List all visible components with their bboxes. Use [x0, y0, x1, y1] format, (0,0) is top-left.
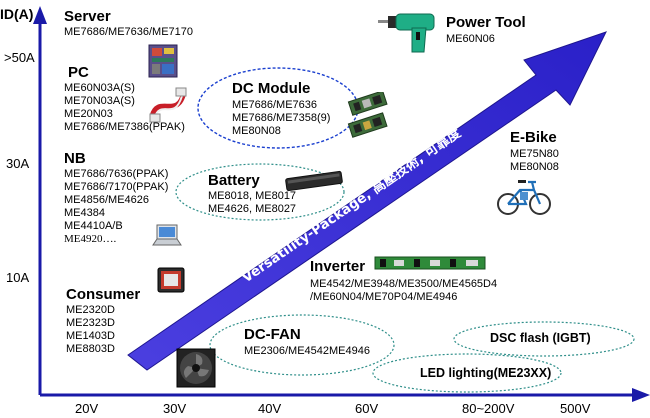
ebike-part: ME75N80	[510, 148, 559, 160]
dc-module-part: ME7686/ME7358(9)	[232, 112, 331, 124]
ebike-parts: ME75N80 ME80N08	[510, 148, 559, 174]
pc-part: ME60N03A(S)	[64, 82, 135, 94]
y-axis-arrowhead	[33, 6, 47, 24]
battery-parts: ME8018, ME8017 ME4626, ME8027	[208, 190, 296, 216]
dc-fan-part: ME2306/ME4542ME4946	[244, 345, 370, 357]
x-tick-500v: 500V	[560, 401, 591, 416]
nb-part: ME4384	[64, 207, 105, 219]
y-tick-50a: >50A	[4, 50, 35, 65]
consumer-part: ME1403D	[66, 330, 115, 342]
inverter-parts: ME4542/ME3948/ME3500/ME4565D4 /ME60N04/M…	[310, 278, 497, 304]
dc-fan-title: DC-FAN	[244, 326, 301, 343]
pc-part: ME20N03	[64, 108, 113, 120]
power-tool-title: Power Tool	[446, 14, 526, 31]
ebike-part: ME80N08	[510, 161, 559, 173]
consumer-device-icon	[157, 267, 185, 293]
x-tick-30v: 30V	[163, 401, 187, 416]
dc-fan-icon	[176, 348, 216, 388]
consumer-part: ME2320D	[66, 304, 115, 316]
x-axis-arrowhead	[632, 388, 650, 402]
inverter-title: Inverter	[310, 258, 366, 275]
ebike-icon	[497, 180, 551, 215]
pc-title: PC	[68, 64, 89, 81]
dc-fan-parts: ME2306/ME4542ME4946	[244, 345, 370, 358]
x-tick-20v: 20V	[75, 401, 99, 416]
x-tick-40v: 40V	[258, 401, 282, 416]
inverter-part: /ME60N04/ME70P04/ME4946	[310, 291, 458, 303]
pc-part: ME70N03A(S)	[64, 95, 135, 107]
dc-module-parts: ME7686/ME7636 ME7686/ME7358(9) ME80N08	[232, 99, 330, 138]
nb-title: NB	[64, 150, 86, 167]
versatility-arrow	[127, 31, 607, 371]
laptop-icon	[152, 224, 182, 246]
consumer-part: ME2323D	[66, 317, 115, 329]
nb-part: ME4920….	[64, 233, 117, 245]
dsc-flash-title: DSC flash (IGBT)	[490, 331, 591, 345]
server-part: ME7686/ME7636/ME7170	[64, 26, 194, 38]
pc-cable-icon	[149, 87, 187, 123]
dc-fan-ellipse	[209, 314, 395, 376]
server-parts: ME7686/ME7636/ME7170	[64, 26, 193, 39]
dc-module-title: DC Module	[232, 80, 311, 97]
nb-part: ME4856/ME4626	[64, 194, 149, 206]
server-tower-icon	[148, 44, 178, 78]
y-tick-30a: 30A	[6, 156, 30, 171]
inverter-board-icon	[374, 256, 486, 270]
led-lighting-ellipse	[372, 353, 562, 393]
consumer-title: Consumer	[66, 286, 141, 303]
pc-part: ME7686/ME7386(PPAK)	[64, 121, 185, 133]
led-lighting-title: LED lighting(ME23XX)	[420, 366, 552, 380]
consumer-parts: ME2320D ME2323D ME1403D ME8803D	[66, 304, 115, 356]
dsc-flash-ellipse	[453, 321, 635, 357]
nb-part: ME7686/7170(PPAK)	[64, 181, 169, 193]
dc-module-part: ME7686/ME7636	[232, 99, 317, 111]
power-drill-icon	[378, 13, 435, 53]
battery-title: Battery	[208, 172, 260, 189]
dc-module-part: ME80N08	[232, 125, 281, 137]
battery-ellipse	[175, 163, 345, 221]
power-tool-parts: ME60N06	[446, 33, 495, 46]
nb-part: ME4410A/B	[64, 220, 123, 232]
pc-parts: ME60N03A(S) ME70N03A(S) ME20N03 ME7686/M…	[64, 82, 185, 134]
dc-module-board-icon	[347, 92, 388, 138]
battery-part: ME8018, ME8017	[208, 190, 297, 202]
nb-parts: ME7686/7636(PPAK) ME7686/7170(PPAK) ME48…	[64, 168, 168, 246]
x-tick-60v: 60V	[355, 401, 379, 416]
battery-part: ME4626, ME8027	[208, 203, 297, 215]
server-title: Server	[64, 8, 111, 25]
battery-pack-icon	[285, 170, 343, 192]
ebike-title: E-Bike	[510, 129, 557, 146]
consumer-part: ME8803D	[66, 343, 115, 355]
nb-part: ME7686/7636(PPAK)	[64, 168, 169, 180]
y-axis-title: ID(A)	[0, 6, 34, 22]
power-tool-part: ME60N06	[446, 33, 495, 45]
x-tick-80-200v: 80~200V	[462, 401, 515, 416]
y-tick-10a: 10A	[6, 270, 30, 285]
inverter-part: ME4542/ME3948/ME3500/ME4565D4	[310, 278, 498, 290]
